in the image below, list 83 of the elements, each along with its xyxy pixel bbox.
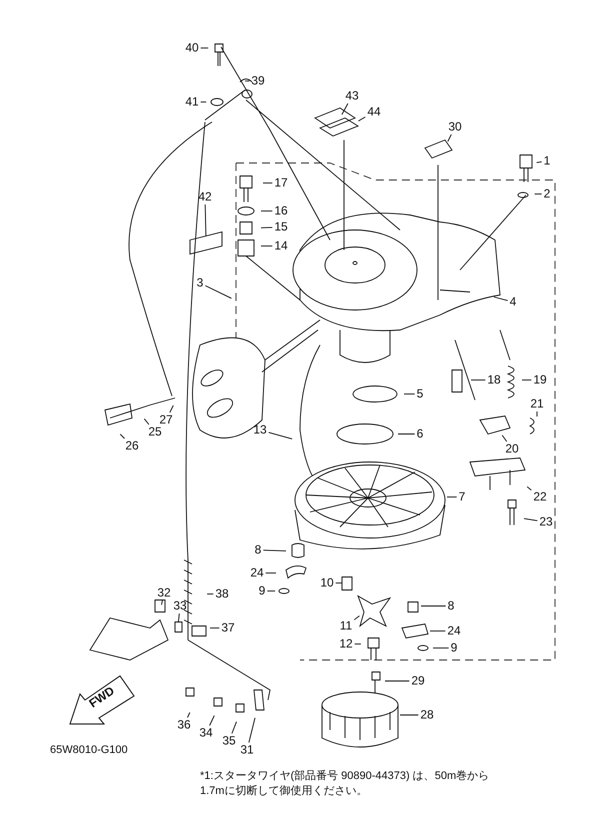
- callout-number: 3: [196, 276, 204, 290]
- leader-line: [536, 411, 538, 417]
- leader-line: [268, 432, 293, 440]
- leader-line: [446, 496, 458, 498]
- note: *1:スタータワイヤ(部品番号 90890-44373) は、50m巻から1.7mに切断して御使用ください。: [200, 769, 490, 799]
- leader-line: [384, 680, 410, 682]
- leader-line: [400, 714, 419, 716]
- callout-number: 12: [339, 638, 353, 650]
- callout-number: 10: [320, 576, 334, 590]
- callout-number: 28: [420, 708, 434, 722]
- callout-number: 19: [533, 374, 547, 386]
- drawing-number: 65W8010-G100: [50, 743, 128, 758]
- callout-number: 8: [254, 544, 262, 556]
- callout-number: 27: [159, 414, 173, 426]
- callout-number: 11: [340, 620, 352, 632]
- callout-number: 31: [240, 744, 254, 756]
- callout-number: 43: [345, 90, 359, 102]
- callout-number: 8: [448, 600, 454, 612]
- callout-number: 9: [450, 642, 458, 654]
- leader-line: [178, 613, 180, 622]
- callout-number: 5: [416, 388, 424, 400]
- callout-number: 36: [177, 718, 191, 732]
- callout-number: 42: [198, 190, 212, 204]
- callout-number: 1: [544, 154, 550, 168]
- callout-number: 34: [199, 726, 213, 740]
- callout-number: 22: [533, 490, 547, 504]
- callout-number: 26: [125, 440, 139, 452]
- callout-number: 44: [367, 106, 381, 118]
- leader-line: [209, 715, 215, 726]
- callout-number: 6: [416, 428, 424, 440]
- leader-line: [161, 600, 163, 606]
- callout-number: 35: [222, 734, 236, 748]
- callout-number: 33: [173, 600, 187, 612]
- leader-line: [144, 418, 150, 425]
- callout-number: 13: [253, 424, 267, 436]
- callout-number: 25: [148, 426, 162, 438]
- callout-number: 38: [215, 588, 229, 600]
- callout-number: 15: [274, 220, 288, 234]
- leader-line: [536, 161, 542, 164]
- leader-line: [524, 518, 538, 522]
- leader-line: [354, 615, 360, 620]
- leader-line: [447, 134, 452, 142]
- callout-number: 7: [458, 490, 466, 504]
- callout-number: 16: [274, 204, 288, 218]
- leader-line: [204, 285, 232, 299]
- callout-number: 21: [530, 398, 544, 410]
- callout-number: 23: [539, 516, 553, 528]
- leader-line: [502, 434, 508, 442]
- leader-line: [231, 721, 237, 734]
- leader-line: [204, 204, 206, 236]
- leader-line: [262, 182, 273, 184]
- callout-number: 41: [185, 96, 199, 108]
- callout-number: 9: [258, 584, 266, 598]
- leader-line: [266, 590, 276, 592]
- leader-line: [120, 434, 125, 439]
- callout-number: 4: [510, 296, 516, 308]
- callout-number: 20: [505, 442, 519, 456]
- callout-number: 37: [221, 622, 235, 634]
- callout-number: 30: [448, 120, 462, 134]
- leader-line: [265, 572, 276, 574]
- leader-line: [262, 550, 286, 552]
- leader-line: [493, 296, 508, 302]
- leader-line: [526, 486, 532, 491]
- leader-line: [244, 80, 250, 82]
- leader-line: [335, 582, 342, 584]
- callout-number: 40: [185, 42, 199, 54]
- callout-number: 18: [487, 374, 501, 386]
- leader-line: [430, 630, 446, 632]
- leader-line: [248, 717, 256, 743]
- callout-number: 2: [544, 188, 550, 200]
- callout-number: 39: [251, 74, 265, 88]
- callout-number: 17: [274, 176, 288, 190]
- callout-number: 24: [447, 624, 461, 638]
- leader-line: [187, 712, 190, 718]
- leader-line: [358, 116, 366, 122]
- leader-line: [260, 210, 273, 212]
- callout-number: 14: [274, 240, 288, 252]
- callout-number: 24: [250, 566, 264, 580]
- callout-number: 29: [411, 674, 425, 688]
- leader-line: [341, 103, 348, 115]
- leader-line: [169, 405, 174, 413]
- leader-line: [260, 226, 273, 228]
- callout-number: 32: [157, 586, 171, 600]
